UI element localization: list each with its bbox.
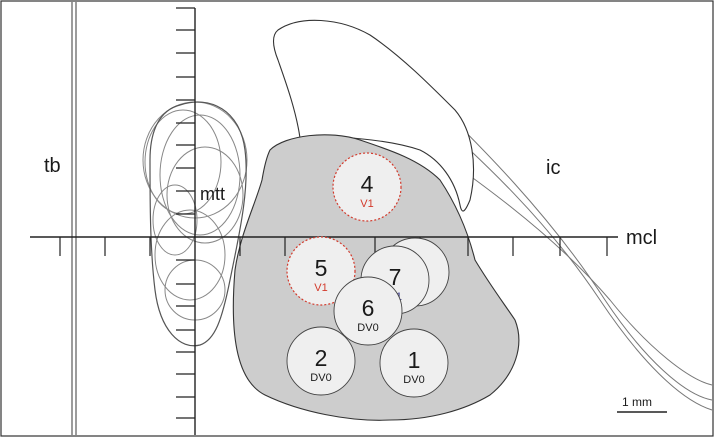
site-circle — [379, 328, 449, 398]
recording-site-5: 5V1 — [286, 236, 356, 306]
label-tb: tb — [44, 155, 61, 177]
mtt-outlines — [142, 101, 248, 321]
site-circle — [286, 326, 356, 396]
site-number: 6 — [362, 295, 375, 321]
site-number: 1 — [408, 347, 421, 373]
upper-structure-outline — [272, 19, 475, 212]
site-number: 4 — [361, 171, 374, 197]
mtt-outer-outline — [149, 101, 247, 347]
site-code: V1 — [314, 282, 327, 294]
site-circle — [333, 276, 403, 346]
label-mcl: mcl — [626, 227, 657, 249]
site-code: V1 — [360, 198, 373, 210]
label-ic: ic — [546, 157, 560, 179]
vertical-axis-ticks — [176, 7, 195, 419]
site-number: 2 — [315, 345, 328, 371]
site-code: DV0 — [310, 372, 331, 384]
site-code: DV0 — [403, 374, 424, 386]
site-circle — [332, 152, 402, 222]
scale-bar-label: 1 mm — [622, 395, 652, 409]
site-code: DV0 — [357, 322, 378, 334]
recording-site-4: 4V1 — [332, 152, 402, 222]
site-number: 7 — [389, 264, 402, 290]
recording-sites: 4V15V13DV07D16DV02DV01DV0 — [286, 152, 450, 398]
site-circle — [286, 236, 356, 306]
site-number: 5 — [315, 255, 328, 281]
label-mtt: mtt — [200, 184, 225, 204]
